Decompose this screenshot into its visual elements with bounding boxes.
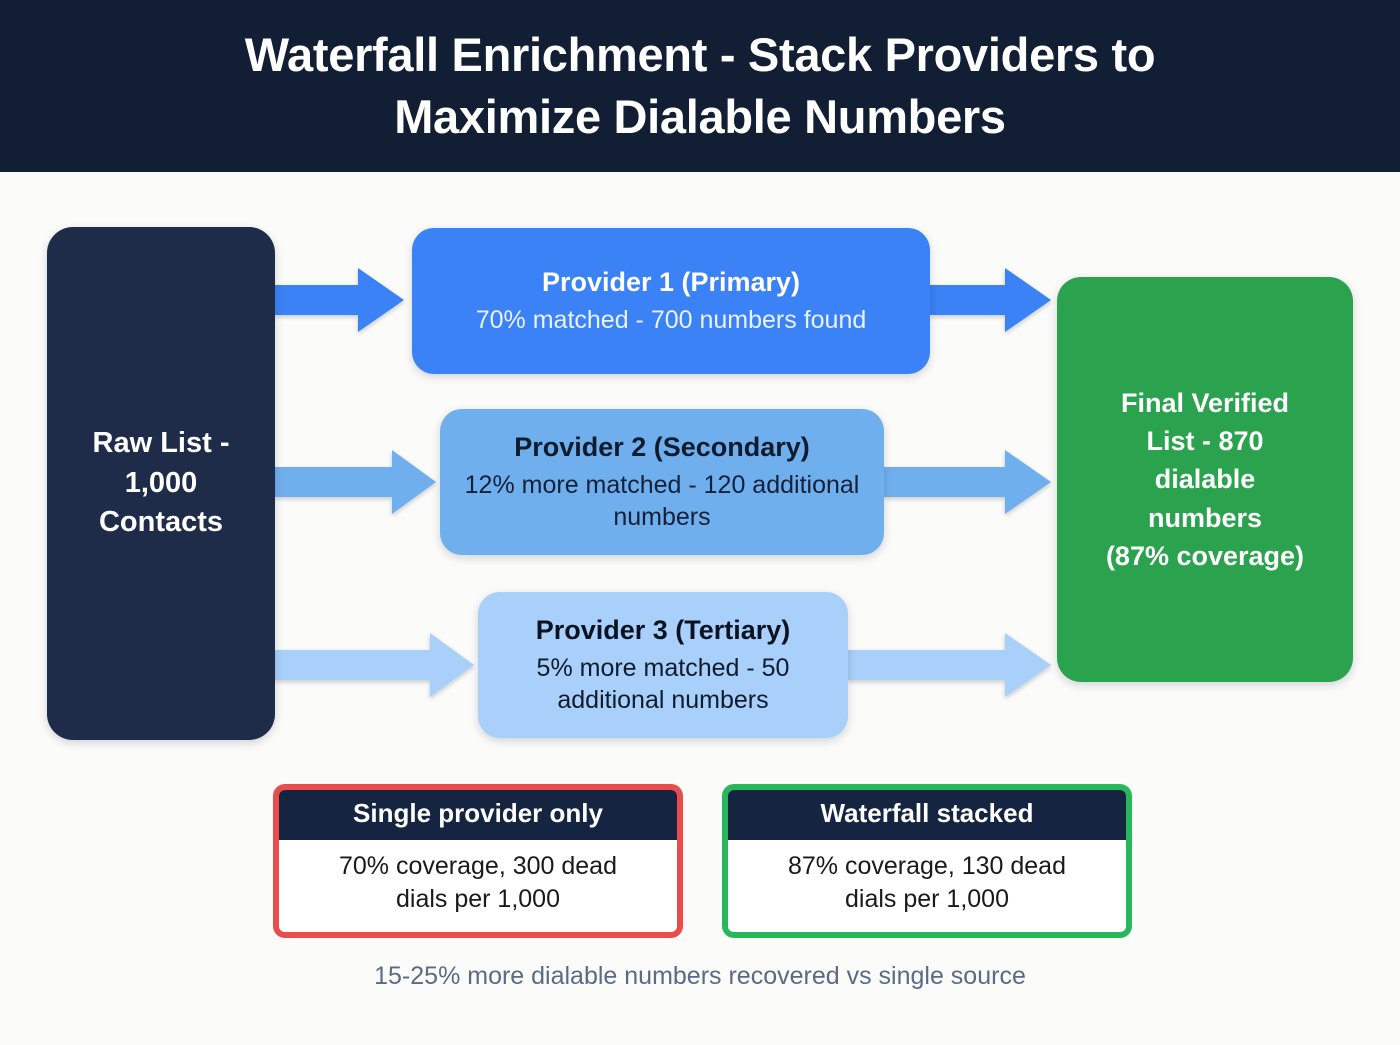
final-list-label: Final Verified List - 870 dialable numbe…	[1105, 387, 1305, 571]
arrow-raw-to-provider-3	[275, 633, 474, 697]
node-raw-list[interactable]: Raw List - 1,000 Contacts	[47, 227, 275, 740]
single-provider-heading: Single provider only	[279, 790, 677, 840]
node-provider-1[interactable]: Provider 1 (Primary) 70% matched - 700 n…	[412, 228, 930, 374]
provider-2-subtitle: 12% more matched - 120 additional number…	[464, 470, 860, 531]
header-banner: Waterfall Enrichment - Stack Providers t…	[0, 0, 1400, 172]
node-provider-2[interactable]: Provider 2 (Secondary) 12% more matched …	[440, 409, 884, 555]
waterfall-stacked-body: 87% coverage, 130 dead dials per 1,000	[728, 839, 1126, 932]
node-final-verified-list[interactable]: Final Verified List - 870 dialable numbe…	[1057, 277, 1353, 682]
single-provider-body: 70% coverage, 300 dead dials per 1,000	[279, 839, 677, 932]
arrow-raw-to-provider-2	[275, 450, 436, 514]
arrow-provider-3-to-final	[848, 633, 1051, 697]
provider-3-title: Provider 3 (Tertiary)	[535, 615, 791, 646]
provider-1-title: Provider 1 (Primary)	[541, 267, 801, 298]
raw-list-label: Raw List - 1,000 Contacts	[92, 427, 230, 539]
footer-caption: 15-25% more dialable numbers recovered v…	[374, 962, 1026, 990]
provider-3-subtitle: 5% more matched - 50 additional numbers	[536, 653, 790, 714]
page-title: Waterfall Enrichment - Stack Providers t…	[244, 27, 1156, 143]
comparison-card-waterfall-stacked[interactable]: Waterfall stacked 87% coverage, 130 dead…	[722, 784, 1132, 938]
arrow-provider-1-to-final	[930, 268, 1051, 332]
provider-2-title: Provider 2 (Secondary)	[514, 432, 810, 463]
node-provider-3[interactable]: Provider 3 (Tertiary) 5% more matched - …	[478, 592, 848, 738]
arrow-provider-2-to-final	[884, 450, 1051, 514]
provider-1-subtitle: 70% matched - 700 numbers found	[475, 305, 867, 334]
waterfall-stacked-heading: Waterfall stacked	[728, 790, 1126, 840]
arrow-raw-to-provider-1	[275, 268, 404, 332]
comparison-card-single-provider[interactable]: Single provider only 70% coverage, 300 d…	[273, 784, 683, 938]
